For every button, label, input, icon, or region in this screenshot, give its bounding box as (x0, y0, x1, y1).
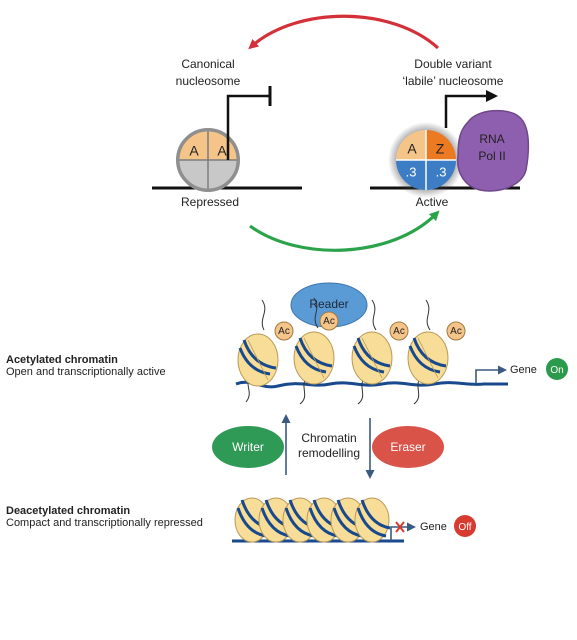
ac-tag-4-label: Ac (450, 326, 462, 337)
ac-tag-2-label: Ac (323, 316, 335, 327)
rna-pol-label-line2: Pol II (478, 149, 505, 163)
acetylated-title: Acetylated chromatin (6, 354, 118, 366)
rna-pol-ii: RNA Pol II (456, 109, 530, 192)
variant-label: Double variant ‘labile’ nucleosome (378, 56, 528, 90)
reader-label: Reader (309, 297, 348, 311)
deacetylated-heading: Deacetylated chromatin Compact and trans… (6, 505, 236, 529)
canonical-label-line2: nucleosome (175, 74, 241, 88)
writer-label: Writer (232, 440, 264, 454)
ac-tag-2: Ac (319, 311, 339, 331)
variant-histone-h33-left: .3 (406, 164, 417, 179)
canonical-histone-left: A (189, 143, 199, 159)
gene-on-badge-label: On (550, 365, 563, 376)
ac-tag-4: Ac (446, 321, 466, 341)
compact-nucleosomes (234, 497, 391, 543)
activation-arrow (249, 210, 440, 252)
canonical-label-line1: Canonical (181, 57, 235, 71)
gene-on-arrow (475, 365, 507, 384)
ac-tag-1-label: Ac (278, 326, 290, 337)
eraser-label: Eraser (390, 440, 425, 454)
deacetylated-subtitle: Compact and transcriptionally repressed (6, 517, 203, 529)
canonical-histone-right: A (217, 143, 227, 159)
variant-label-line2: ‘labile’ nucleosome (402, 74, 504, 88)
gene-on-label: Gene (510, 364, 537, 376)
eraser-oval (372, 426, 444, 468)
gene-off-cross (395, 521, 405, 533)
remodelling-label-line2: remodelling (297, 446, 361, 460)
ac-tag-1: Ac (274, 321, 294, 341)
gene-on-badge (546, 358, 568, 380)
gene-off-arrow (390, 522, 416, 541)
variant-histone-a: A (407, 141, 417, 157)
gene-off-label: Gene (420, 521, 447, 533)
repression-arrow (248, 14, 440, 50)
acetylated-subtitle: Open and transcriptionally active (6, 366, 166, 378)
acetylated-heading: Acetylated chromatin Open and transcript… (6, 354, 226, 378)
canonical-label: Canonical nucleosome (150, 56, 266, 90)
open-dna-strand (235, 380, 508, 389)
variant-histone-z: Z (436, 141, 445, 157)
variant-label-line1: Double variant (414, 57, 492, 71)
ac-tag-3-label: Ac (393, 326, 405, 337)
open-nucleosomes (237, 297, 449, 405)
rna-pol-label-line1: RNA (479, 132, 504, 146)
repressed-label: Repressed (180, 195, 240, 209)
remodelling-label: Chromatin remodelling (291, 431, 367, 461)
gene-off-badge (454, 515, 476, 537)
repressed-tss (226, 94, 270, 160)
variant-histone-h33-right: .3 (436, 164, 447, 179)
variant-nucleosome: A Z .3 .3 (388, 122, 464, 198)
writer-oval (212, 426, 284, 468)
active-label: Active (415, 195, 449, 209)
deacetylated-title: Deacetylated chromatin (6, 505, 131, 517)
gene-off-badge-label: Off (458, 522, 471, 533)
remodelling-label-line1: Chromatin (301, 431, 357, 445)
ac-tag-3: Ac (389, 321, 409, 341)
active-tss-arrow (444, 90, 498, 128)
